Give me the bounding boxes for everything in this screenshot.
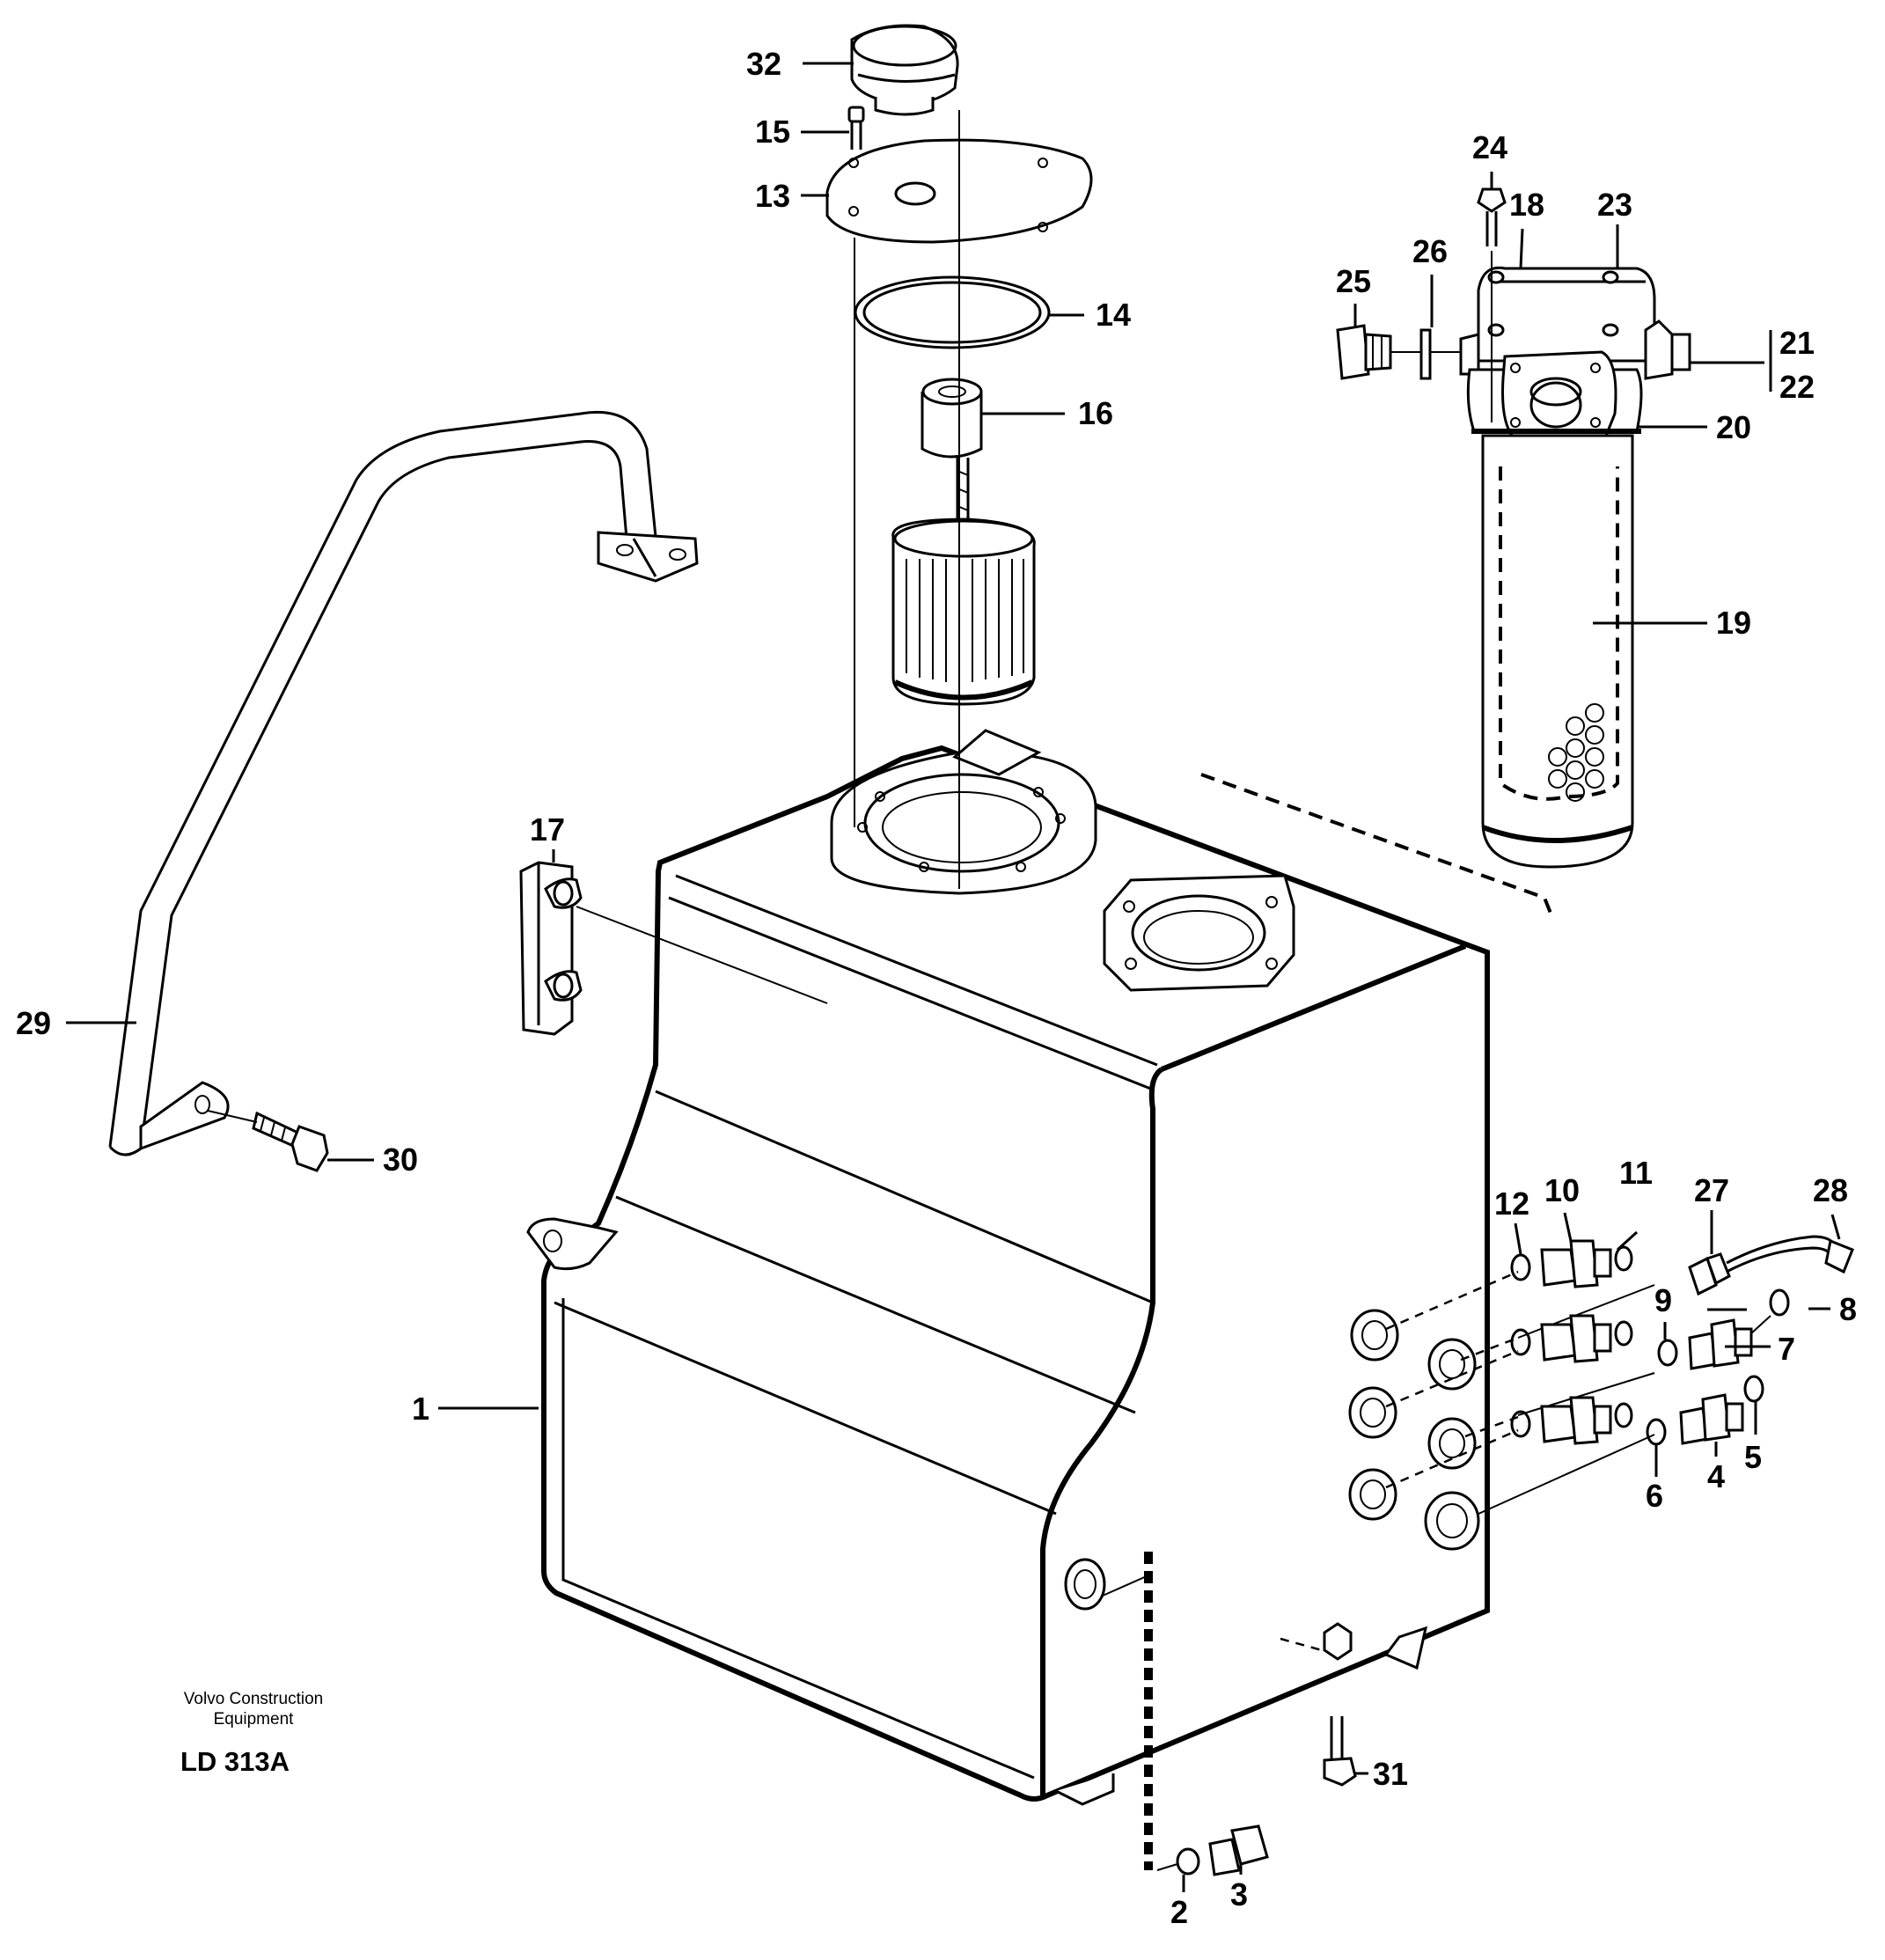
fitting-7 — [1657, 1288, 1790, 1370]
tank-filter-port — [830, 729, 1097, 895]
label-21: 21 — [1779, 325, 1815, 361]
breather-block-17 — [519, 861, 828, 1036]
label-14: 14 — [1096, 297, 1131, 333]
label-9: 9 — [1654, 1282, 1672, 1318]
seal-26 — [1419, 328, 1432, 380]
label-1: 1 — [412, 1391, 429, 1427]
screw-15 — [847, 106, 865, 150]
label-10: 10 — [1544, 1172, 1580, 1208]
hydraulic-tank — [526, 745, 1490, 1806]
bolt-30 — [207, 1110, 329, 1172]
label-28: 28 — [1813, 1172, 1848, 1208]
label-11: 11 — [1619, 1155, 1653, 1191]
bolt-24 — [1477, 187, 1507, 422]
sensor-27 — [1688, 1235, 1854, 1296]
label-4: 4 — [1707, 1458, 1725, 1494]
bolt-31 — [1280, 1622, 1357, 1787]
fitting-row-3 — [1510, 1396, 1633, 1445]
o-ring-14 — [854, 275, 1051, 349]
label-25: 25 — [1336, 263, 1371, 299]
brand-line-2: Equipment — [214, 1710, 295, 1729]
drain-plug — [1102, 1552, 1269, 1876]
label-7: 7 — [1778, 1331, 1795, 1367]
label-29: 29 — [16, 1005, 51, 1041]
label-13: 13 — [755, 178, 790, 214]
label-15: 15 — [755, 114, 790, 150]
label-24: 24 — [1472, 129, 1507, 165]
fitting-4 — [1646, 1375, 1764, 1446]
label-12: 12 — [1494, 1186, 1529, 1222]
brand-line-1: Volvo Construction — [184, 1690, 323, 1708]
label-23: 23 — [1597, 187, 1632, 223]
footer: Volvo Construction Equipment LD 313A — [180, 1690, 323, 1777]
fitting-row-1 — [1510, 1239, 1633, 1288]
label-27: 27 — [1694, 1172, 1729, 1208]
label-3: 3 — [1230, 1876, 1248, 1912]
tank-side-ports — [1348, 1309, 1480, 1551]
label-31: 31 — [1373, 1756, 1408, 1792]
handrail — [108, 410, 699, 1156]
label-26: 26 — [1412, 233, 1448, 269]
label-19: 19 — [1716, 605, 1751, 641]
label-18: 18 — [1509, 187, 1544, 223]
callout-leaders — [66, 62, 1841, 1892]
filter-element — [891, 458, 1036, 706]
label-5: 5 — [1744, 1439, 1762, 1475]
spacer-16 — [920, 378, 983, 459]
callout-labels: 32 15 13 14 16 17 29 30 1 24 18 23 26 25… — [16, 46, 1857, 1930]
fitting-row-2 — [1510, 1314, 1633, 1363]
label-16: 16 — [1078, 395, 1113, 431]
label-32: 32 — [746, 46, 781, 82]
plug-25 — [1336, 324, 1461, 380]
label-8: 8 — [1839, 1291, 1857, 1327]
label-20: 20 — [1716, 409, 1751, 445]
return-filter-route — [1200, 773, 1555, 921]
label-17: 17 — [530, 811, 565, 848]
label-22: 22 — [1779, 369, 1815, 405]
connection-lines — [1385, 1270, 1655, 1515]
drawing-code: LD 313A — [180, 1746, 290, 1777]
return-filter-housing — [1459, 266, 1691, 869]
return-port-flange — [1103, 874, 1295, 992]
label-30: 30 — [383, 1141, 418, 1178]
breather-cap — [850, 24, 959, 116]
label-6: 6 — [1646, 1478, 1663, 1514]
label-2: 2 — [1170, 1894, 1188, 1930]
